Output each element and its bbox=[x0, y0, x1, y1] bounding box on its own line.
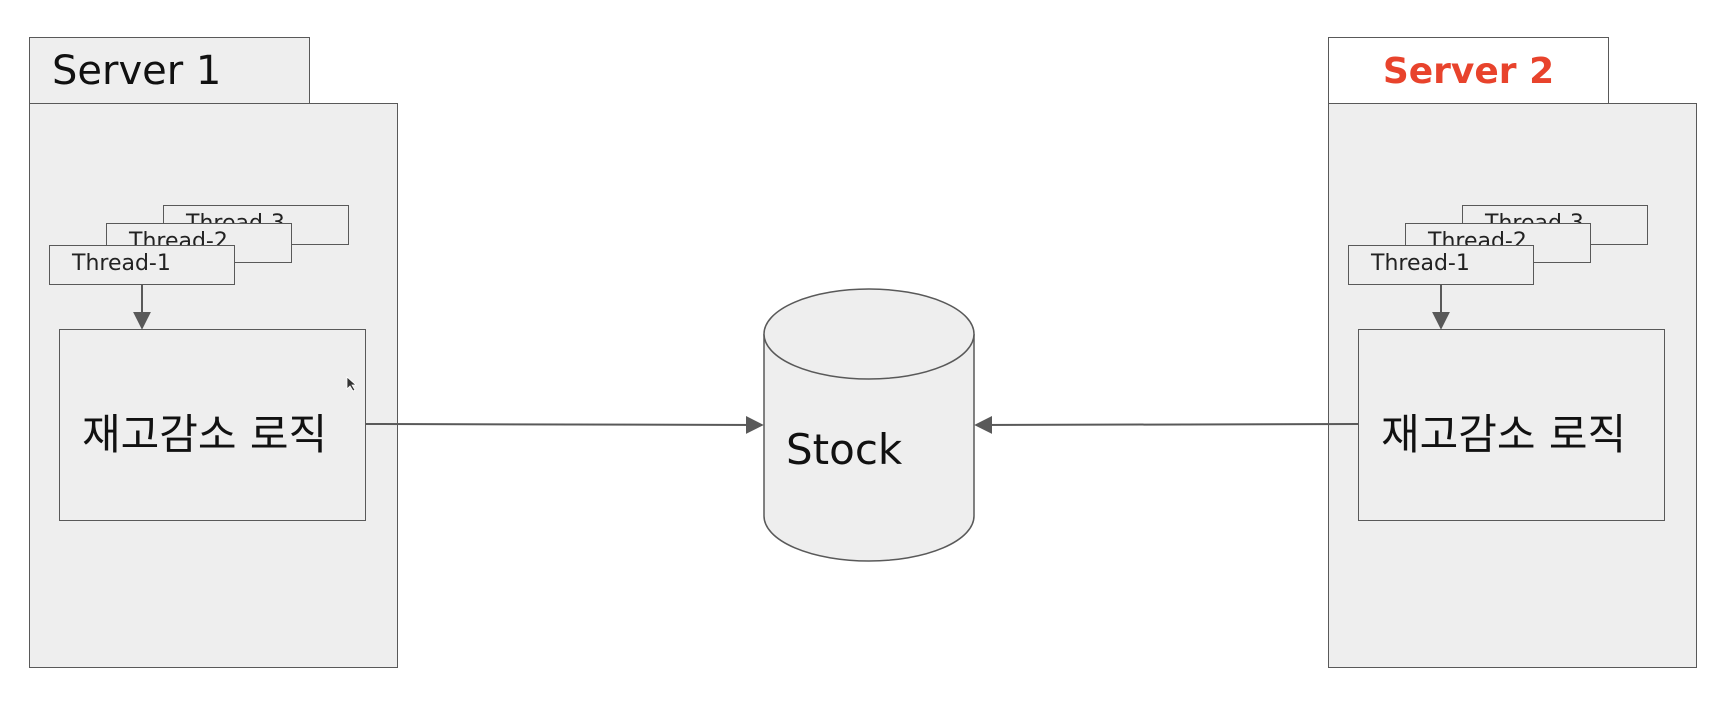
server1-thread-1: Thread-1 bbox=[49, 245, 235, 285]
server2-thread-1: Thread-1 bbox=[1348, 245, 1534, 285]
server2-logic-box: 재고감소 로직 bbox=[1358, 329, 1665, 521]
server1-title: Server 1 bbox=[52, 48, 222, 94]
server1-logic-label: 재고감소 로직 bbox=[82, 410, 328, 459]
server1-to-stock-arrow bbox=[365, 415, 764, 434]
server1-logic-box: 재고감소 로직 bbox=[59, 329, 366, 521]
thread-label: Thread-1 bbox=[1371, 251, 1470, 276]
server1-tab: Server 1 bbox=[29, 37, 310, 105]
mouse-cursor-icon bbox=[346, 376, 358, 392]
server2-logic-label: 재고감소 로직 bbox=[1381, 410, 1627, 459]
stock-database-cylinder bbox=[763, 288, 975, 562]
server2-title: Server 2 bbox=[1382, 50, 1555, 92]
thread-label: Thread-1 bbox=[72, 251, 171, 276]
server2-to-stock-arrow bbox=[974, 415, 1359, 434]
stock-label: Stock bbox=[786, 425, 903, 474]
